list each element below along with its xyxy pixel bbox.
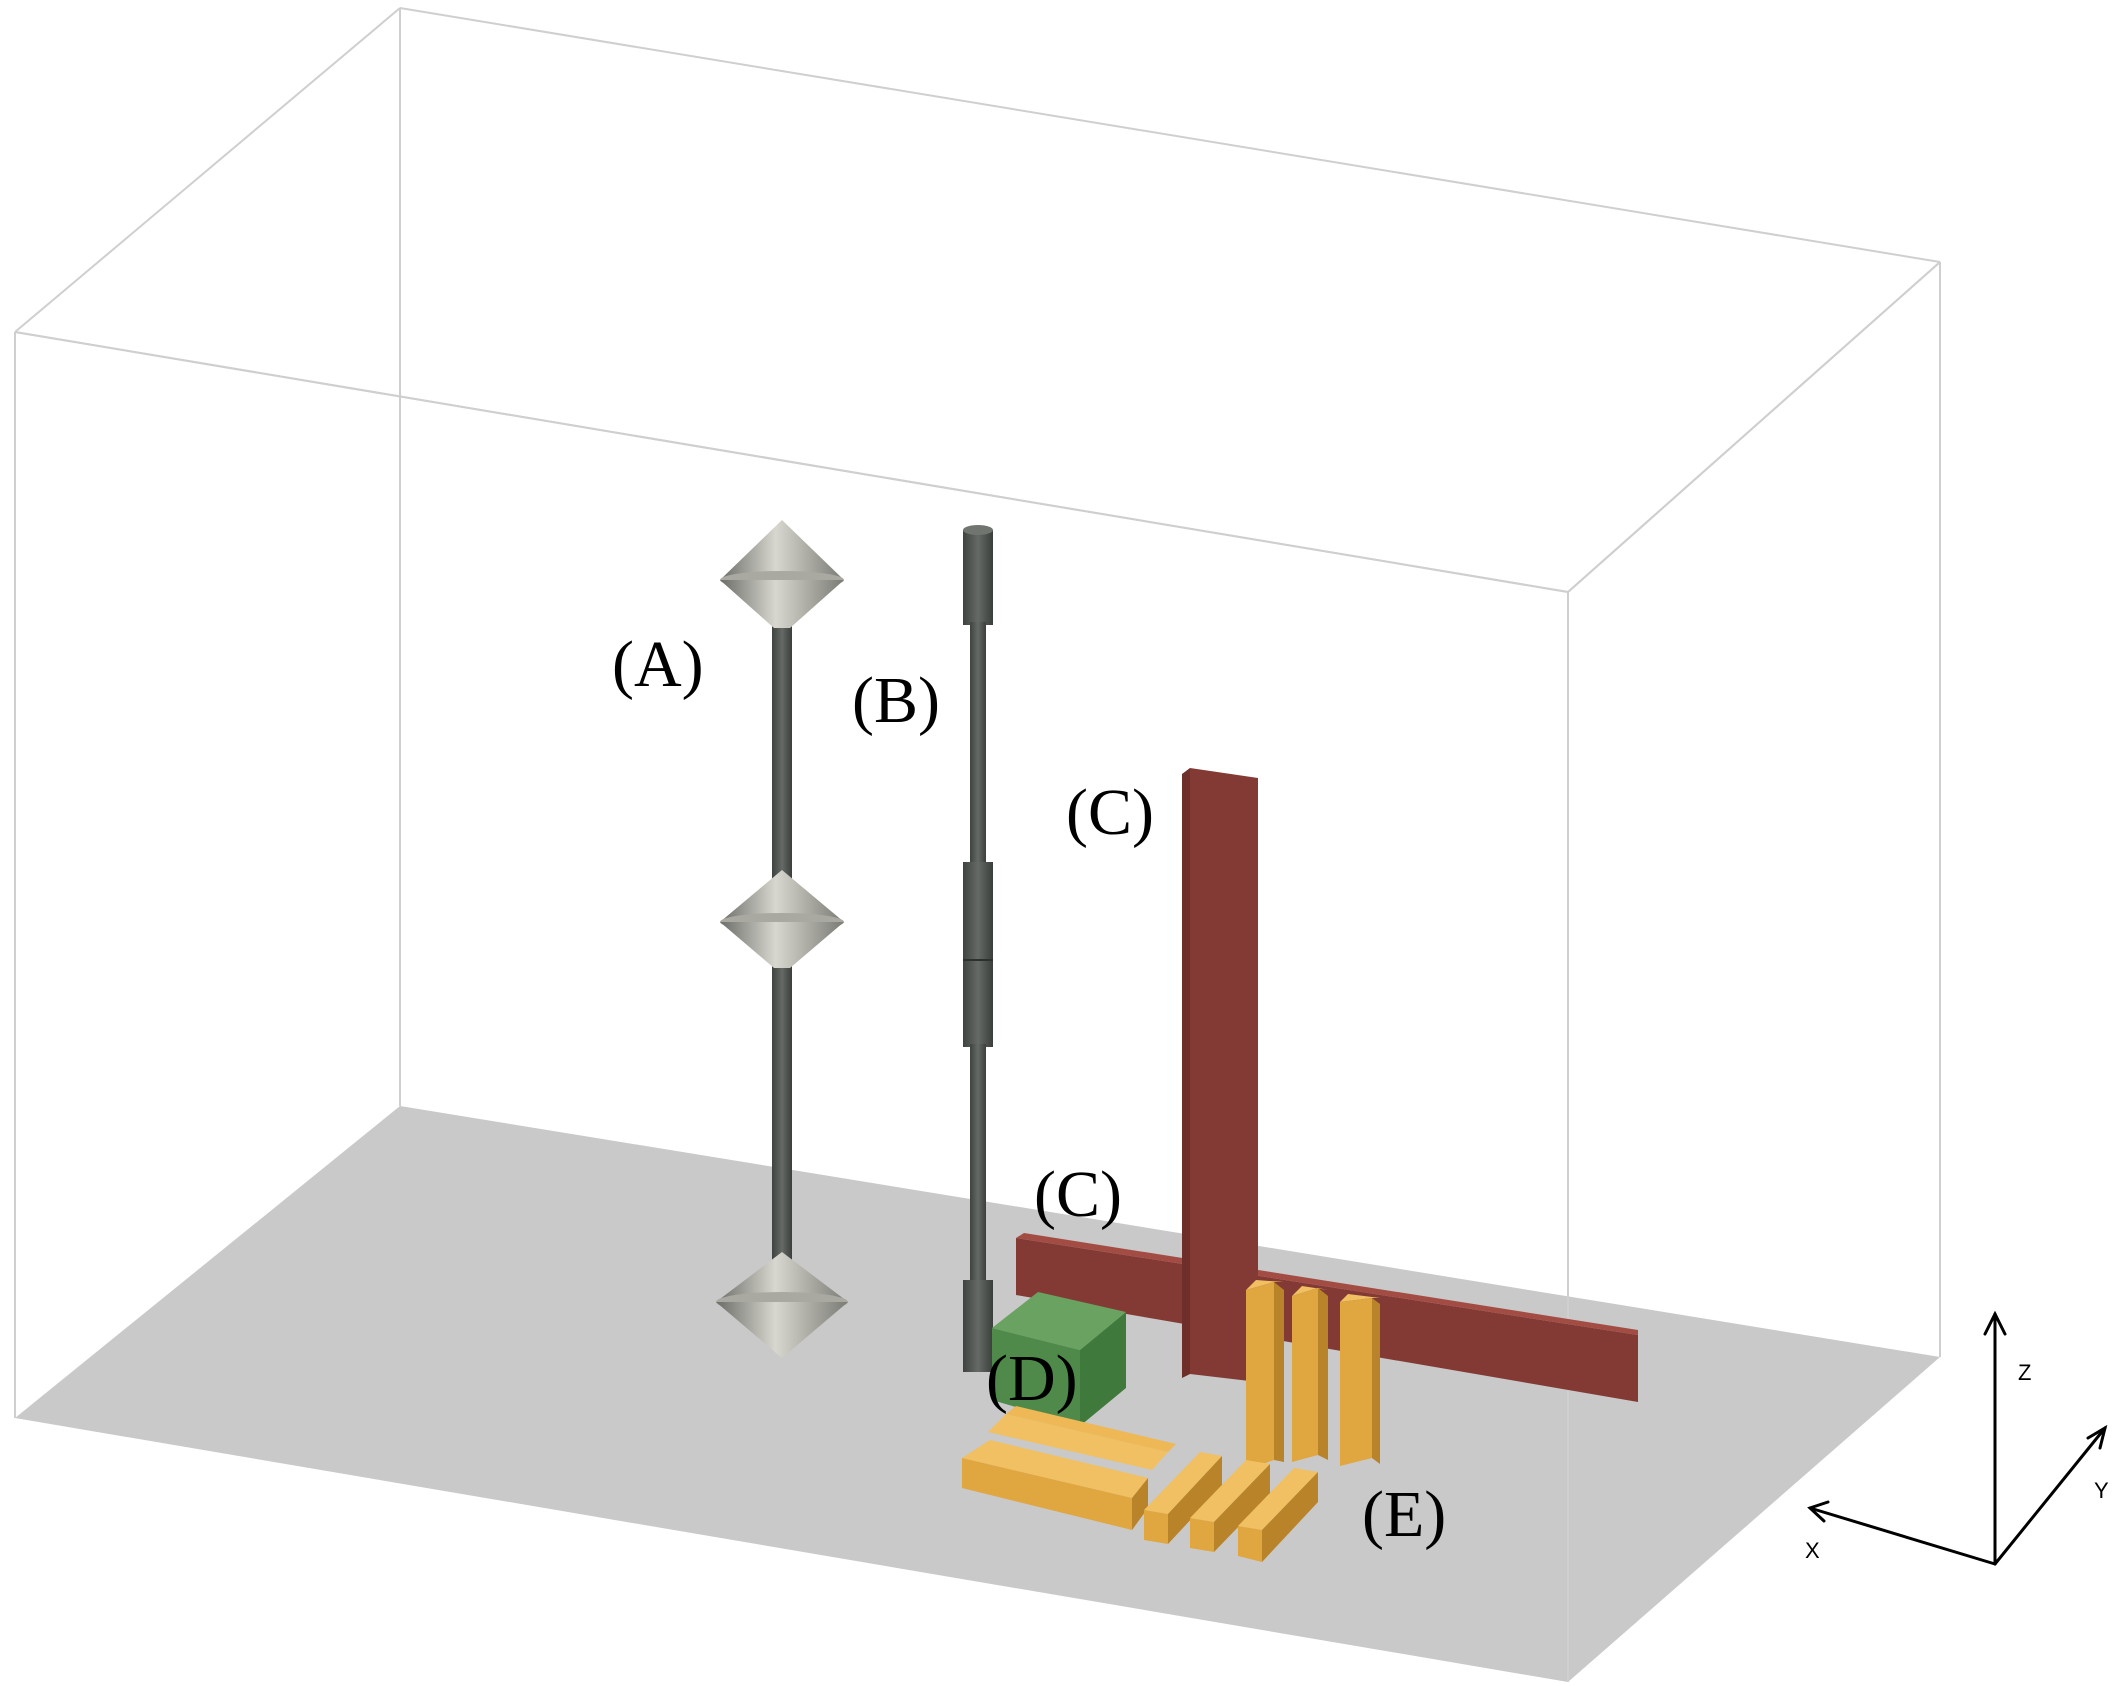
object-d-cube	[992, 1292, 1126, 1426]
axis-label-z: Z	[2018, 1360, 2032, 1385]
label-c-lower: (C)	[1034, 1158, 1122, 1231]
domain-front-top-edges	[14, 261, 1941, 593]
x-axis-line	[1808, 1506, 1997, 1566]
object-e-horizontal-bars-right	[1144, 1452, 1318, 1562]
z-axis-arrowhead	[1983, 1310, 2007, 1336]
y-axis-arrowhead	[2086, 1424, 2108, 1450]
label-d: (D)	[986, 1342, 1078, 1415]
label-a: (A)	[612, 628, 704, 701]
object-b-segmented-rod	[963, 525, 993, 1372]
object-e-horizontal-bars-left	[962, 1406, 1176, 1530]
y-axis-line	[1993, 1426, 2107, 1566]
object-e-vertical-bars	[1246, 1280, 1380, 1470]
label-c-upper: (C)	[1066, 776, 1154, 849]
label-b: (B)	[852, 664, 940, 737]
coordinate-axes	[1807, 1310, 2108, 1566]
x-axis-arrowhead	[1807, 1500, 1830, 1523]
axis-label-y: Y	[2094, 1478, 2109, 1503]
object-c-vertical-plate	[1182, 768, 1258, 1382]
axis-label-x: X	[1805, 1538, 1820, 1563]
label-e: (E)	[1362, 1478, 1447, 1551]
domain-front-edges	[14, 332, 1569, 1682]
domain-floor	[15, 1106, 1940, 1682]
object-a-conical-rod	[716, 520, 848, 1358]
